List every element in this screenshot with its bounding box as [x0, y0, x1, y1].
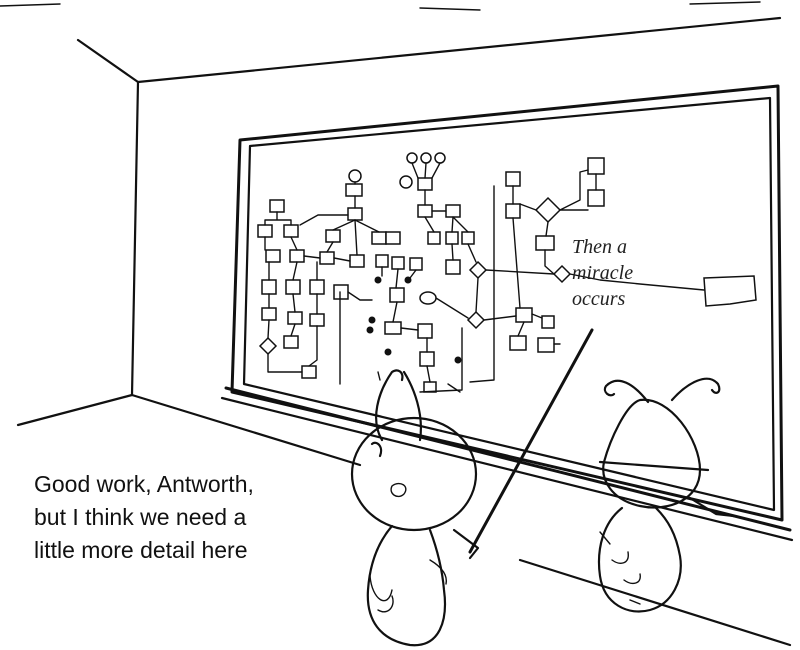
whiteboard [220, 84, 794, 542]
ant-character-antworth [350, 369, 480, 647]
pointer-stick [468, 328, 594, 554]
caption-line: Good work, Antworth, [34, 471, 254, 497]
caption: Good work, Antworth, but I think we need… [34, 468, 334, 567]
board-note-line: occurs [572, 288, 626, 310]
board-note-line: Then a [572, 236, 627, 258]
board-note-line: miracle [572, 262, 634, 284]
board-note: Then a miracle occurs [572, 234, 682, 312]
ant-character-boss [597, 377, 736, 613]
caption-line: little more detail here [34, 537, 248, 563]
flowchart-diagram [257, 152, 757, 393]
caption-line: but I think we need a [34, 504, 247, 530]
